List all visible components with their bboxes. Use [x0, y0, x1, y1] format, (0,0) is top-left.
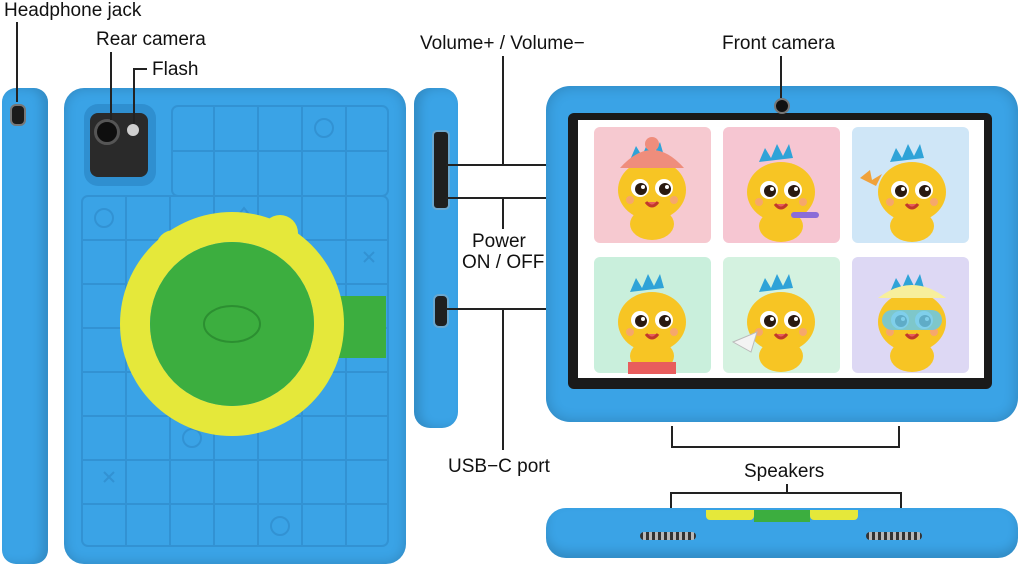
power-label-line1: Power — [472, 231, 526, 253]
dino-toothbrush-character-icon — [747, 144, 819, 242]
headphone-jack — [10, 104, 26, 126]
rear-camera-label: Rear camera — [96, 29, 206, 51]
tablet-left-side-view — [2, 88, 48, 564]
dino-paper-plane-character-icon — [733, 274, 815, 372]
stand-edge-yellow-right — [810, 510, 858, 520]
speaker-grille-left — [640, 532, 696, 540]
dino-wink-character-icon — [618, 274, 686, 374]
speakers-leader-top — [670, 492, 902, 494]
speakers-bracket-right — [898, 426, 900, 448]
screen-characters — [578, 120, 984, 378]
speakers-bracket-left — [671, 426, 673, 448]
stand-edge-green — [754, 510, 810, 522]
stand-edge-yellow-left — [706, 510, 754, 520]
speakers-label: Speakers — [744, 461, 824, 483]
headphone-jack-leader-line — [16, 22, 18, 102]
speaker-grille-right — [866, 532, 922, 540]
usb-leader-vertical — [502, 308, 504, 450]
dino-goggles-character-icon — [878, 274, 946, 372]
front-camera-icon — [774, 98, 790, 114]
power-label-line2: ON / OFF — [462, 252, 544, 274]
power-leader-vertical — [502, 197, 504, 229]
usb-c-port — [433, 294, 449, 328]
dino-hat-character-icon — [618, 137, 686, 240]
speakers-bracket-bottom — [671, 446, 900, 448]
flash-label: Flash — [152, 59, 198, 81]
volume-label: Volume+ / Volume− — [420, 33, 585, 55]
usb-c-label: USB−C port — [448, 456, 550, 478]
flash-leader-line-tick — [133, 68, 147, 70]
front-camera-label: Front camera — [722, 33, 835, 55]
volume-leader-vertical — [502, 56, 504, 166]
usb-leader-horizontal — [446, 308, 552, 310]
power-leader-horizontal — [446, 197, 552, 199]
dino-butterfly-character-icon — [860, 144, 946, 242]
headphone-jack-label: Headphone jack — [4, 0, 141, 22]
volume-leader-horizontal — [446, 164, 552, 166]
kickstand-ring — [64, 88, 406, 564]
front-camera-leader-line — [780, 56, 782, 98]
